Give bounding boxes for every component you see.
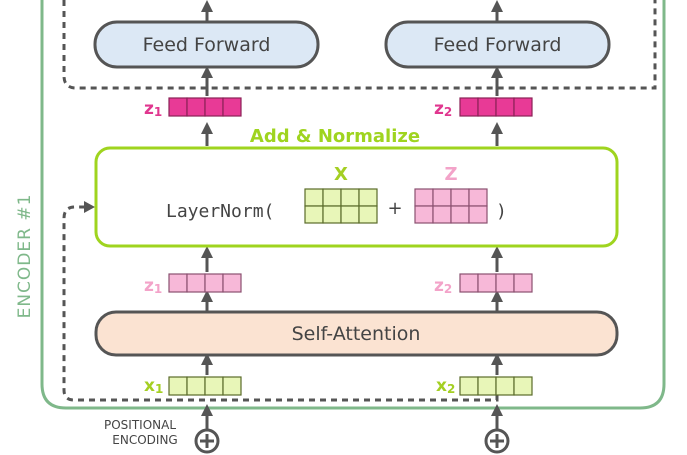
x-input-1-sub: 1 xyxy=(155,382,163,396)
svg-text:z2: z2 xyxy=(434,99,452,119)
z-output-1-base: z xyxy=(144,99,154,119)
encoder-label: ENCODER #1 xyxy=(15,194,35,319)
z-output-2-sub: 2 xyxy=(444,105,452,119)
residual-arrowhead xyxy=(84,201,95,213)
feed-forward-left: Feed Forward xyxy=(93,20,320,69)
self-attention-box: Self-Attention xyxy=(94,310,619,357)
z-input-1: z1 xyxy=(144,273,242,296)
z-input-1-base: z xyxy=(144,276,154,296)
feed-forward-left-label: Feed Forward xyxy=(143,34,271,56)
x-input-2: x2 xyxy=(436,376,533,396)
z-output-2-base: z xyxy=(434,99,444,119)
z-input-2-base: z xyxy=(434,276,444,296)
layernorm-suffix: ) xyxy=(496,201,507,222)
x-input-1: x1 xyxy=(144,376,242,396)
z-input-1-sub: 1 xyxy=(154,282,162,296)
plus-circle-icon-2 xyxy=(484,428,510,454)
x-matrix-label: X xyxy=(334,164,348,185)
positional-encoding-line1: POSITIONAL xyxy=(104,418,176,432)
layernorm-prefix: LayerNorm( xyxy=(166,201,274,222)
add-normalize-title: Add & Normalize xyxy=(250,126,420,147)
x-input-1-base: x xyxy=(144,376,155,396)
x-input-2-base: x xyxy=(436,376,447,396)
feed-forward-right-label: Feed Forward xyxy=(434,34,562,56)
encoder-box xyxy=(40,0,666,410)
feed-forward-right: Feed Forward xyxy=(384,20,611,69)
svg-text:x2: x2 xyxy=(436,376,455,396)
z-output-2: z2 xyxy=(434,97,533,119)
positional-encoding-line2: ENCODING xyxy=(112,433,177,447)
z-input-2-sub: 2 xyxy=(444,282,452,296)
plus-circle-icon xyxy=(194,428,220,454)
z-matrix xyxy=(414,188,488,224)
residual-connection-bottom xyxy=(62,205,499,402)
svg-text:z1: z1 xyxy=(144,276,162,296)
x-matrix xyxy=(304,188,378,224)
z-input-2: z2 xyxy=(434,273,533,296)
z-output-1-sub: 1 xyxy=(154,105,162,119)
z-matrix-label: Z xyxy=(444,164,457,185)
x-input-2-sub: 2 xyxy=(447,382,455,396)
plus-sign: + xyxy=(387,198,402,219)
svg-text:z1: z1 xyxy=(144,99,162,119)
arrows xyxy=(201,0,503,430)
z-output-1: z1 xyxy=(144,97,242,119)
svg-text:z2: z2 xyxy=(434,276,452,296)
svg-text:x1: x1 xyxy=(144,376,163,396)
self-attention-label: Self-Attention xyxy=(292,323,421,345)
